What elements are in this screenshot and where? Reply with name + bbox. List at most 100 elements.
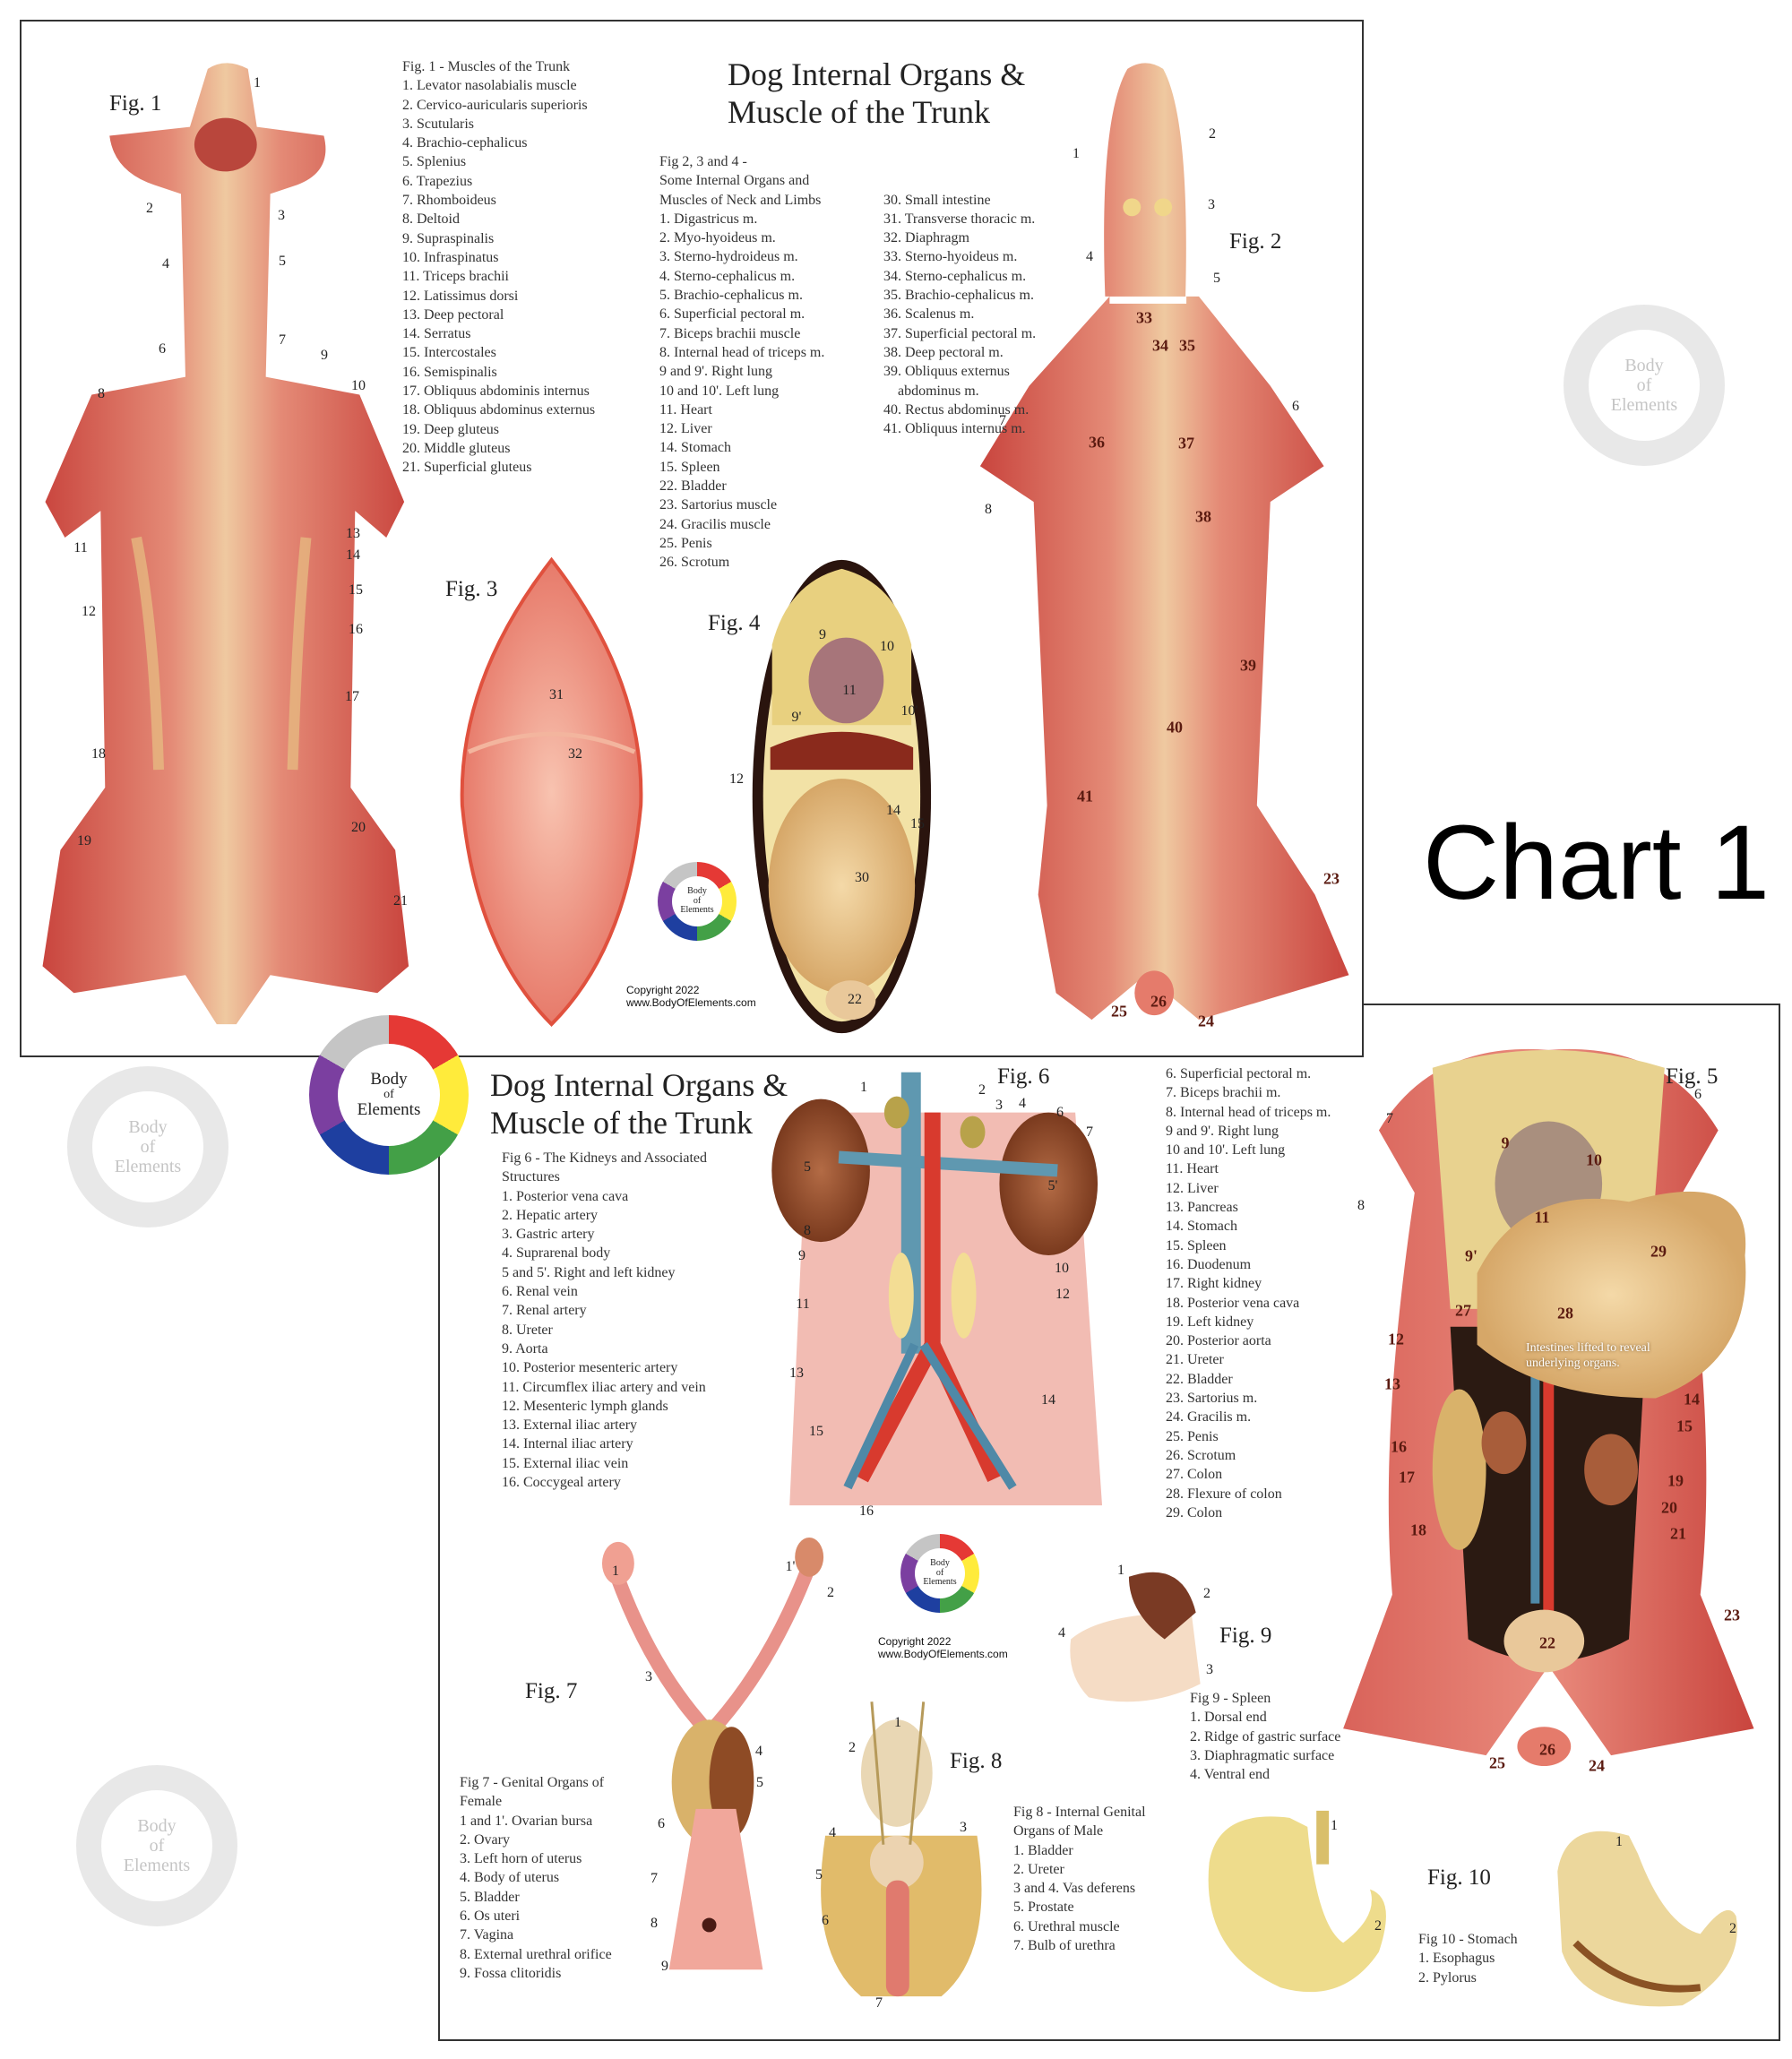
- legend-item: 1. Levator nasolabialis muscle: [402, 78, 577, 94]
- fig2-callout-number: 37: [1178, 434, 1194, 452]
- fig6-callout-number: 13: [789, 1365, 804, 1381]
- fig7-callout-number: 8: [650, 1916, 658, 1931]
- legend-item: 1. Posterior vena cava: [502, 1188, 629, 1204]
- fig9-callout-number: 3: [1206, 1662, 1213, 1677]
- legend-item: 24. Gracilis muscle: [659, 516, 771, 532]
- fig1-callout-number: 17: [345, 689, 359, 704]
- legend-item: 6. Urethral muscle: [1013, 1918, 1120, 1934]
- fig5-callout-number: 12: [1388, 1330, 1404, 1348]
- fig5-callout-number: 8: [1357, 1198, 1365, 1213]
- legend-item: 11. Circumflex iliac artery and vein: [502, 1379, 706, 1395]
- legend-heading: Female: [460, 1794, 503, 1810]
- legend-item: 5. Splenius: [402, 154, 467, 170]
- fig2-callout-number: 40: [1167, 718, 1183, 737]
- fig1-callout-number: 7: [279, 332, 286, 348]
- fig5-callout-number: 27: [1455, 1301, 1471, 1320]
- legend-item: 25. Penis: [659, 535, 712, 551]
- fig10-callout-number: 1: [1615, 1834, 1623, 1849]
- fig6-label: Fig. 6: [997, 1064, 1050, 1089]
- logo-text: Body: [930, 1558, 950, 1569]
- legend-item: 18. Obliquus abdominus externus: [402, 402, 596, 418]
- panel-2-illustrations: [601, 1048, 1754, 2007]
- fig8-legend: Fig 8 - Internal Genital Organs of Male …: [1013, 1803, 1146, 1955]
- fig3-diaphragm-illustration: [460, 556, 643, 1027]
- fig1-callout-number: 1: [254, 75, 261, 90]
- legend-item: 6. Superficial pectoral m.: [1166, 1066, 1312, 1081]
- fig1-callout-number: 21: [393, 893, 408, 909]
- fig5-callout-number: 25: [1489, 1753, 1505, 1772]
- legend-item: 13. Pancreas: [1166, 1200, 1238, 1216]
- legend-item: 2. Ureter: [1013, 1861, 1064, 1877]
- fig2-callout-number: 23: [1323, 869, 1340, 888]
- fig8-callout-number: 7: [875, 1995, 883, 2011]
- legend-item: 1. Digastricus m.: [659, 211, 758, 227]
- legend-item: 7. Biceps brachii muscle: [659, 325, 801, 341]
- legend-item: 8. External urethral orifice: [460, 1946, 612, 1962]
- logo-text: Body: [687, 886, 707, 897]
- fig5-callout-number: 15: [1676, 1417, 1693, 1435]
- legend-item: 14. Internal iliac artery: [502, 1436, 633, 1452]
- logo-text: Elements: [680, 905, 714, 916]
- legend-item: 20. Middle gluteus: [402, 440, 511, 456]
- logo-text: of: [935, 1567, 944, 1578]
- watermark-text: Elements: [114, 1157, 182, 1176]
- fig1-callout-number: 20: [351, 820, 366, 835]
- fig1-callout-number: 2: [146, 201, 153, 216]
- watermark-text: Body: [128, 1117, 168, 1137]
- fig6-legend: Fig 6 - The Kidneys and Associated Struc…: [502, 1149, 707, 1492]
- fig8-callout-number: 1: [894, 1715, 901, 1730]
- fig5-callout-number: 10: [1586, 1150, 1602, 1169]
- fig8-callout-number: 4: [829, 1825, 836, 1840]
- fig6-callout-number: 8: [804, 1223, 811, 1238]
- legend-item: 2. Ridge of gastric surface: [1190, 1728, 1341, 1745]
- legend-heading: Organs of Male: [1013, 1823, 1104, 1839]
- fig5-callout-number: 21: [1670, 1524, 1686, 1543]
- fig2-callout-number: 8: [985, 502, 992, 517]
- legend-item: 38. Deep pectoral m.: [883, 344, 1004, 360]
- fig9-callout-number: 2: [1203, 1586, 1210, 1601]
- fig7-callout-number: 6: [658, 1816, 665, 1831]
- legend-heading: Some Internal Organs and: [659, 173, 810, 189]
- fig7-callout-number: 2: [827, 1585, 834, 1600]
- title-line-1: Dog Internal Organs &: [728, 56, 1026, 92]
- legend-item: 12. Mesenteric lymph glands: [502, 1398, 668, 1414]
- fig2-callout-number: 34: [1152, 336, 1168, 355]
- fig7-female-genital-illustration: [601, 1537, 824, 1970]
- legend-item: 32. Diaphragm: [883, 230, 969, 246]
- fig2-callout-number: 41: [1077, 787, 1093, 806]
- fig5-callout-number: 22: [1539, 1633, 1555, 1652]
- fig1-dorsal-muscles-illustration: [42, 63, 409, 1025]
- fig10-label: Fig. 10: [1427, 1865, 1491, 1890]
- legend-item: 4. Brachio-cephalicus: [402, 135, 528, 151]
- legend-item: 6. Trapezius: [402, 173, 473, 189]
- legend-heading: Fig 2, 3 and 4 -: [659, 154, 747, 169]
- fig3-label: Fig. 3: [445, 577, 498, 601]
- fig5-note: Intestines lifted to reveal underlying o…: [1526, 1341, 1650, 1370]
- fig10-callout-number: 2: [1374, 1918, 1382, 1934]
- fig6-callout-number: 16: [859, 1503, 874, 1519]
- legend-item: 30. Small intestine: [883, 192, 991, 208]
- fig8-callout-number: 6: [822, 1913, 829, 1928]
- legend-item: 7. Bulb of urethra: [1013, 1938, 1116, 1954]
- fig5-callout-number: 20: [1661, 1498, 1677, 1517]
- fig2-callout-number: 35: [1179, 336, 1195, 355]
- legend-item: 4. Ventral end: [1190, 1767, 1271, 1783]
- fig7-callout-number: 1': [785, 1559, 796, 1574]
- legend-item: 3. Diaphragmatic surface: [1190, 1747, 1335, 1763]
- fig3-callout-number: 31: [549, 687, 564, 702]
- fig5-callout-number: 28: [1557, 1304, 1573, 1322]
- fig9-callout-number: 4: [1058, 1625, 1065, 1641]
- legend-item: 13. External iliac artery: [502, 1417, 638, 1434]
- fig5-callout-number: 11: [1534, 1208, 1550, 1227]
- legend-item: 14. Serratus: [402, 326, 471, 342]
- legend-item: 24. Gracilis m.: [1166, 1409, 1252, 1426]
- fig2-callout-number: 33: [1136, 308, 1152, 327]
- fig5-callout-number: 26: [1539, 1740, 1555, 1759]
- legend-item: 39. Obliquus externus: [883, 364, 1010, 380]
- legend-item: 7. Biceps brachii m.: [1166, 1085, 1281, 1101]
- legend-item: 23. Sartorius muscle: [659, 497, 778, 513]
- legend-heading: Fig 9 - Spleen: [1190, 1691, 1271, 1706]
- legend-item: 16. Duodenum: [1166, 1256, 1252, 1272]
- legend-item: 9. Aorta: [502, 1340, 548, 1357]
